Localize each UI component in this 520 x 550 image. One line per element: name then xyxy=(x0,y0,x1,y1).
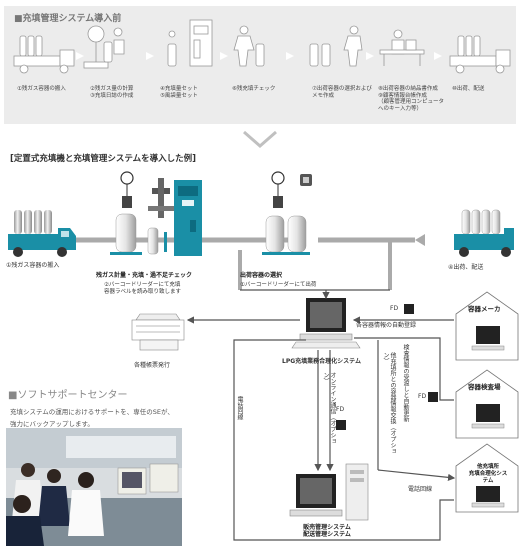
auto-register-label: 各容器情報の自動登録 xyxy=(356,322,417,329)
inspection-exchange-label: 検査情報の受渡しと自動更新 xyxy=(402,344,409,422)
before-step-2-scale-icon xyxy=(83,25,125,69)
scale-gauge-2 xyxy=(262,171,312,255)
phone-line-label-1: 電話回線 xyxy=(236,396,243,420)
section-title: [定置式充填機と充填管理システムを導入した例] xyxy=(10,154,197,164)
support-description: 充填システムの運用におけるサポートを、専任のSEが、 強力にバックアップします。 xyxy=(10,408,174,428)
before-step-7-label: ⑩出荷、配送 xyxy=(452,86,485,92)
fd-label-3: FD xyxy=(336,406,345,413)
before-step-1-label: ①残ガス容器の搬入 xyxy=(17,86,66,92)
inspection-label: 容器検査場 xyxy=(468,383,501,391)
forms-label: 各種帳票発行 xyxy=(134,362,171,369)
other-station-house xyxy=(455,443,519,513)
before-step-6-desk-icon xyxy=(379,29,425,66)
fd-label-2: FD xyxy=(418,393,427,400)
truck-out-icon xyxy=(454,209,514,257)
before-step-5-label: ⑦出荷容器の選択および メモ作成 xyxy=(312,86,372,99)
maker-house xyxy=(455,291,519,361)
floppy-icons xyxy=(336,304,438,430)
filling-machine xyxy=(147,178,202,256)
check-title: 残ガス計量・充填・過不足チェック xyxy=(96,272,193,279)
other-station-label: 他充填所 充填合理化システム xyxy=(468,464,508,484)
ship-title: 出荷容器の選択 xyxy=(240,272,283,279)
phone-line-label-2: 電話回線 xyxy=(408,486,433,493)
online-comm-label: オンライン通信（オプション） xyxy=(322,372,336,444)
before-step-2-label: ②残ガス量の計算 ③充填日誌の作成 xyxy=(90,86,134,99)
support-center-photo xyxy=(6,428,182,546)
central-system-label: LPG充填業務合理化システム xyxy=(282,358,361,365)
before-arrows xyxy=(76,52,442,60)
before-step-4-worker-icon xyxy=(233,25,265,67)
sales-system-label: 販売管理システム 配送管理システム xyxy=(303,524,351,538)
scale-gauge-1 xyxy=(110,171,142,255)
before-step-5-worker-icon xyxy=(309,25,363,67)
before-step-7-truck-icon xyxy=(449,35,511,74)
sales-computer xyxy=(289,463,369,521)
before-step-3-label: ④充填量セット ⑤風袋量セット xyxy=(160,86,198,99)
fd-label-1: FD xyxy=(390,305,399,312)
check-subtitle: ②バーコードリーダーにて充填 容器ラベルを読み取り致します xyxy=(104,282,182,295)
truck-out-label: ④出荷、配送 xyxy=(448,264,484,271)
inspection-house xyxy=(455,369,519,439)
maker-label: 容器メーカ xyxy=(468,305,501,313)
truck-in-label: ①残ガス容器の搬入 xyxy=(6,262,60,269)
other-station-exchange-label: 他充填所との容器情報交換（オプション） xyxy=(382,352,396,454)
central-computer xyxy=(291,298,361,349)
down-chevron xyxy=(243,130,277,148)
truck-in-icon xyxy=(8,210,76,257)
before-title: ■充填管理システム導入前 xyxy=(14,14,122,24)
before-step-4-label: ⑥残充填チェック xyxy=(232,86,276,92)
support-title: ■ソフトサポートセンター xyxy=(8,390,128,401)
connection-lines xyxy=(186,289,456,541)
ship-subtitle: ①バーコードリーダーにて出荷 xyxy=(240,282,317,288)
before-step-1-truck-icon xyxy=(13,35,75,74)
before-step-6-label: ⑧出荷容器の納品書作成 ⑨顧客情報台帳作成 （顧客管理用コンピュータ へのキー入… xyxy=(378,86,445,112)
forms-printer-icon xyxy=(131,313,185,351)
before-step-3-filler-icon xyxy=(167,19,213,67)
